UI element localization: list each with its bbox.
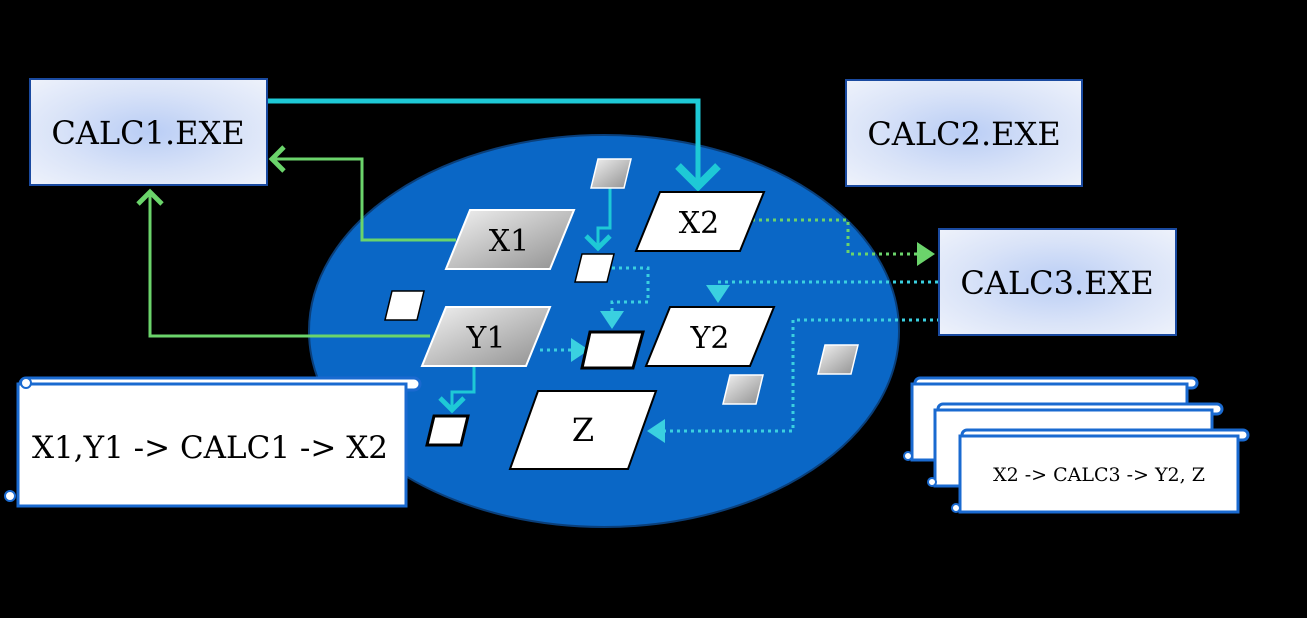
cell-white-a (574, 253, 615, 283)
cell-white-lower (425, 414, 470, 447)
arrow-calc3-to-z (647, 318, 940, 443)
y1-label: Y1 (466, 321, 506, 356)
arrow-calc1-to-x2 (268, 98, 721, 192)
calc3-rule-scroll-stack: X2 -> CALC3 -> Y2, Z (903, 376, 1250, 514)
cell-top-gray (590, 158, 632, 189)
calc2-label: CALC2.EXE (867, 115, 1060, 153)
calc1-program-box: CALC1.EXE (29, 78, 268, 186)
calc1-rule-text: X1,Y1 -> CALC1 -> X2 (32, 430, 388, 466)
calc2-program-box: CALC2.EXE (845, 79, 1083, 187)
y2-label: Y2 (690, 321, 730, 356)
cell-gray-a (722, 374, 764, 405)
arrow-calc3-to-y2 (706, 280, 938, 303)
arrow-y1-to-lower-cell (438, 366, 476, 414)
calc3-rule-text: X2 -> CALC3 -> Y2, Z (993, 464, 1205, 486)
arrow-y1-to-calc1 (136, 188, 430, 338)
cell-white-left (384, 290, 425, 321)
arrow-cell-to-cell-lower (600, 266, 650, 329)
arrow-x1-to-calc1 (268, 145, 456, 242)
calc3-program-box: CALC3.EXE (938, 228, 1177, 336)
variable-z: Z (508, 390, 658, 470)
calc1-label: CALC1.EXE (51, 114, 244, 152)
variable-y2: Y2 (644, 306, 776, 367)
x1-label: X1 (489, 224, 529, 259)
cell-gray-b (817, 344, 859, 375)
calc3-label: CALC3.EXE (960, 264, 1153, 302)
z-label: Z (572, 411, 594, 449)
variable-y1: Y1 (420, 306, 552, 367)
variable-x1: X1 (444, 209, 576, 270)
variable-x2: X2 (634, 191, 766, 252)
calc1-rule-scroll: X1,Y1 -> CALC1 -> X2 (4, 376, 422, 508)
cell-white-outlined (580, 330, 645, 370)
arrow-cell-top-to-cell (584, 188, 612, 252)
scroll-front: X2 -> CALC3 -> Y2, Z (951, 428, 1250, 514)
x2-label: X2 (679, 206, 719, 241)
arrow-x2-to-calc3 (752, 218, 935, 266)
